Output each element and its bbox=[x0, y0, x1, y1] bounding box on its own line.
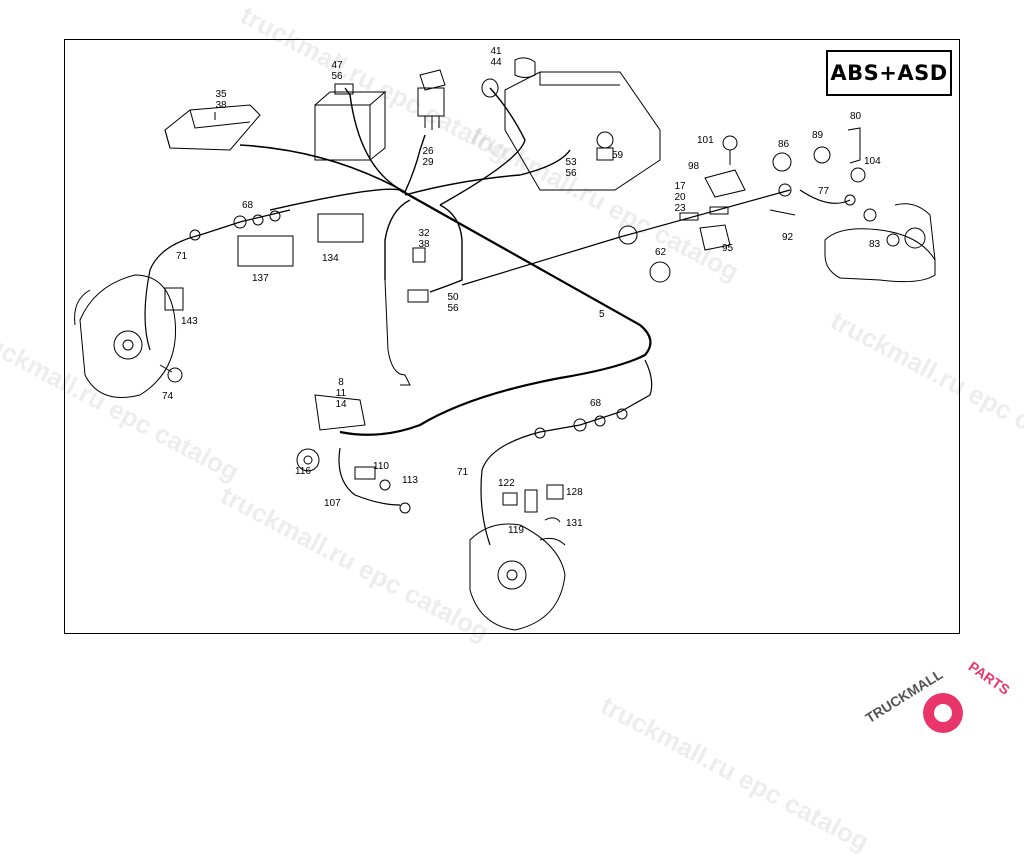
part-label: 119 bbox=[508, 525, 524, 536]
hydraulic-unit bbox=[504, 71, 661, 191]
part-label: 26 29 bbox=[422, 146, 434, 168]
rear-brake-disc bbox=[469, 523, 566, 631]
sensor-cable bbox=[480, 359, 653, 546]
harness-branch bbox=[404, 134, 426, 193]
grommet bbox=[481, 57, 536, 98]
part-label: 113 bbox=[402, 475, 418, 486]
ground-strap bbox=[338, 447, 401, 506]
part-label: 59 bbox=[612, 150, 624, 161]
gear-icon bbox=[923, 693, 963, 733]
part-label: 137 bbox=[252, 273, 269, 284]
main-harness bbox=[339, 189, 652, 436]
part-label: 143 bbox=[181, 316, 198, 327]
part-label: 71 bbox=[457, 467, 469, 478]
part-label: 50 56 bbox=[447, 292, 459, 314]
abs-asd-badge: ABS+ASD bbox=[826, 50, 952, 96]
harness-branch bbox=[384, 199, 411, 280]
harness-branch bbox=[269, 188, 401, 211]
part-label: 101 bbox=[697, 135, 714, 146]
sensor-cable bbox=[144, 209, 291, 351]
part-label: 116 bbox=[295, 466, 311, 477]
speed-sensor bbox=[189, 210, 364, 267]
hardware-parts bbox=[618, 127, 900, 283]
part-label: 35 38 bbox=[215, 89, 227, 111]
relay-box bbox=[314, 83, 387, 161]
front-brake-disc bbox=[74, 274, 177, 398]
wheel-hub bbox=[824, 203, 936, 283]
harness-branch bbox=[404, 149, 571, 196]
part-label: 62 bbox=[655, 247, 667, 258]
part-label: 68 bbox=[242, 200, 254, 211]
part-label: 92 bbox=[782, 232, 794, 243]
harness-branch bbox=[439, 87, 526, 206]
part-label: 110 bbox=[373, 461, 389, 472]
part-label: 17 20 23 bbox=[674, 181, 686, 214]
harness-branch bbox=[344, 87, 406, 193]
part-label: 95 bbox=[722, 243, 734, 254]
part-label: 53 56 bbox=[565, 157, 577, 179]
part-label: 86 bbox=[778, 139, 790, 150]
harness-branch bbox=[239, 144, 406, 193]
part-label: 41 44 bbox=[490, 46, 502, 68]
part-label: 80 bbox=[850, 111, 862, 122]
ecu-module bbox=[164, 104, 261, 151]
part-label: 77 bbox=[818, 186, 830, 197]
part-label: 32 38 bbox=[418, 228, 430, 250]
part-label: 98 bbox=[688, 161, 700, 172]
connector bbox=[412, 247, 426, 263]
truckmall-logo: TRUCKMALL PARTS bbox=[858, 658, 1018, 748]
part-label: 5 bbox=[599, 309, 605, 320]
part-label: 8 11 14 bbox=[335, 377, 347, 410]
diagram-frame bbox=[64, 39, 960, 634]
connector bbox=[407, 289, 429, 303]
sensor-holder bbox=[159, 287, 184, 383]
sensor-ring bbox=[296, 448, 320, 472]
part-label: 83 bbox=[869, 239, 881, 250]
part-label: 134 bbox=[322, 253, 339, 264]
part-label: 107 bbox=[324, 498, 341, 509]
part-label: 47 56 bbox=[331, 60, 343, 82]
part-label: 71 bbox=[176, 251, 188, 262]
part-label: 68 bbox=[590, 398, 602, 409]
wiring-harness-drawing bbox=[74, 57, 936, 631]
part-label: 122 bbox=[498, 478, 515, 489]
part-label: 128 bbox=[566, 487, 583, 498]
part-label: 89 bbox=[812, 130, 824, 141]
wheel-cable bbox=[799, 189, 851, 204]
wheel-cable bbox=[461, 189, 791, 286]
relay bbox=[417, 69, 446, 130]
part-label: 104 bbox=[864, 156, 881, 167]
bolt bbox=[354, 466, 411, 514]
harness-branch bbox=[429, 204, 463, 293]
part-label: 131 bbox=[566, 518, 583, 529]
cable-sheath bbox=[384, 279, 411, 386]
sensor-parts bbox=[502, 408, 628, 546]
part-label: 74 bbox=[162, 391, 174, 402]
bracket bbox=[314, 394, 366, 431]
